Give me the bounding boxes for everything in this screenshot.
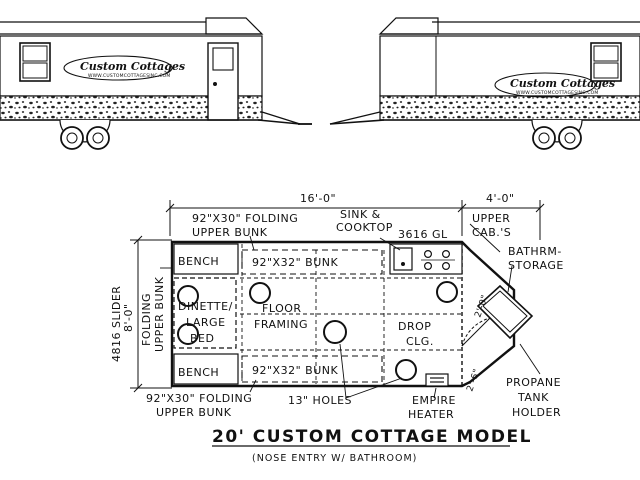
label-upper-cabs: UPPER CAB.'S [472, 212, 511, 239]
sink [393, 247, 413, 271]
right-skirt [379, 95, 640, 121]
svg-text:92"X30" FOLDING: 92"X30" FOLDING [146, 392, 252, 405]
label-sink-cooktop: SINK & COOKTOP [336, 208, 393, 234]
bench-bottom [173, 353, 239, 385]
dinette-table [173, 277, 237, 349]
label-folding-bunk-top: 92"X30" FOLDING UPPER BUNK [192, 212, 298, 239]
label-bench-top: BENCH [178, 255, 219, 268]
hole [395, 359, 417, 381]
svg-text:HOLDER: HOLDER [512, 406, 561, 419]
label-folding-bunk-bottom: 92"X30" FOLDING UPPER BUNK [146, 392, 252, 419]
svg-text:UPPER: UPPER [472, 212, 510, 225]
svg-text:BATHRM-: BATHRM- [508, 245, 562, 258]
label-bunk-top: 92"X32" BUNK [252, 256, 338, 269]
svg-text:LARGE: LARGE [186, 316, 226, 329]
fishing-holes [177, 281, 458, 381]
svg-text:BED: BED [190, 332, 214, 345]
hole [177, 285, 199, 307]
svg-text:PROPANE: PROPANE [506, 376, 561, 389]
svg-text:COOKTOP: COOKTOP [336, 221, 393, 234]
left-side-elevation [0, 17, 312, 150]
label-empire-heater: EMPIRE HEATER [408, 394, 456, 421]
bunk-bottom [241, 355, 383, 383]
svg-text:FOLDING: FOLDING [140, 293, 153, 346]
left-logo-url: WWW.CUSTOMCOTTAGESINC.COM [88, 73, 171, 79]
svg-text:CAB.'S: CAB.'S [472, 226, 511, 239]
drawing-subtitle: (NOSE ENTRY W/ BATHROOM) [252, 453, 417, 464]
hole [177, 323, 199, 345]
right-logo: Custom Cottages WWW.CUSTOMCOTTAGESINC.CO… [494, 72, 615, 98]
label-dinette: DINETTE/ LARGE BED [178, 300, 233, 345]
label-drop-clg: DROP CLG. [398, 320, 434, 348]
hole [323, 320, 347, 344]
svg-text:TANK: TANK [517, 391, 549, 404]
folding-upper-side-label: FOLDING UPPER BUNK [140, 276, 166, 352]
svg-text:UPPER BUNK: UPPER BUNK [153, 276, 166, 352]
dim-main-length: 16'-0" [300, 192, 336, 205]
svg-text:UPPER BUNK: UPPER BUNK [156, 406, 232, 419]
svg-text:EMPIRE: EMPIRE [412, 394, 456, 407]
label-bunk-bottom: 92"X32" BUNK [252, 364, 338, 377]
hole [249, 282, 271, 304]
drawing-title: 20' CUSTOM COTTAGE MODEL [212, 427, 532, 447]
left-roof-nose [205, 17, 264, 35]
bench-top [173, 243, 239, 275]
svg-text:92"X30" FOLDING: 92"X30" FOLDING [192, 212, 298, 225]
left-logo: Custom Cottages WWW.CUSTOMCOTTAGESINC.CO… [63, 55, 185, 81]
slider-label: 4816 SLIDER [110, 286, 123, 362]
svg-text:FLOOR: FLOOR [262, 302, 302, 315]
svg-text:STORAGE: STORAGE [508, 259, 564, 272]
leader-lines [160, 223, 541, 399]
label-bench-bottom: BENCH [178, 366, 219, 379]
label-floor-framing: FLOOR FRAMING [254, 302, 308, 331]
left-logo-text: Custom Cottages [80, 60, 185, 73]
right-side-elevation [329, 17, 640, 150]
right-logo-text: Custom Cottages [510, 77, 615, 90]
right-roof-nose [378, 17, 439, 35]
benches [173, 243, 239, 385]
svg-text:HEATER: HEATER [408, 408, 454, 421]
dim-nose-length: 4'-0" [486, 192, 515, 205]
svg-text:CLG.: CLG. [406, 335, 434, 348]
svg-text:DROP: DROP [398, 320, 431, 333]
cooktop [421, 250, 455, 271]
empire-heater [425, 373, 449, 387]
svg-text:FRAMING: FRAMING [254, 318, 308, 331]
dimension-lines [130, 200, 545, 393]
counter [389, 243, 463, 275]
label-bath-storage: BATHRM- STORAGE [508, 245, 564, 272]
svg-text:UPPER BUNK: UPPER BUNK [192, 226, 268, 239]
floor-framing-grid [240, 244, 462, 384]
label-window-3616: 3616 GL [398, 228, 448, 241]
label-13-holes: 13" HOLES [288, 394, 352, 407]
hole [436, 281, 458, 303]
svg-text:DINETTE/: DINETTE/ [178, 300, 233, 313]
label-propane: PROPANE TANK HOLDER [506, 376, 561, 419]
svg-text:SINK &: SINK & [340, 208, 381, 221]
right-logo-url: WWW.CUSTOMCOTTAGESINC.COM [516, 90, 599, 96]
dim-width-side: 8'-0" [122, 303, 135, 332]
